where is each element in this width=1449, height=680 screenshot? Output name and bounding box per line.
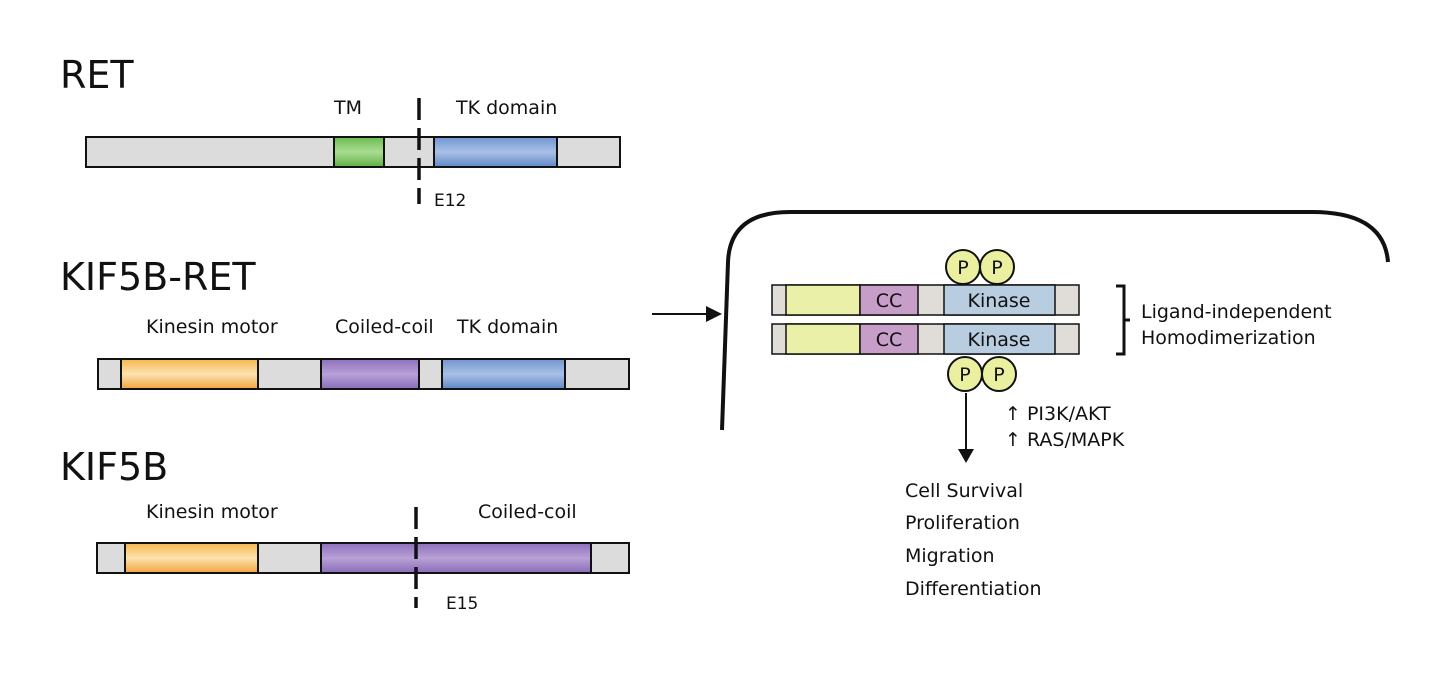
phospho-bottom-pair: P P bbox=[947, 356, 1017, 392]
pathway-pi3k-label: ↑ PI3K/AKT bbox=[1005, 403, 1111, 425]
kif5b-coiled-domain bbox=[320, 542, 592, 574]
dimer-top-kinase-label: Kinase bbox=[967, 290, 1030, 312]
outcome-item: Migration bbox=[905, 545, 995, 567]
fusion-kinesin-domain bbox=[120, 358, 259, 390]
fusion-title: KIF5B-RET bbox=[60, 255, 256, 299]
dimer-bottom-cc-label: CC bbox=[876, 329, 903, 351]
phospho-label: P bbox=[991, 257, 1002, 279]
ret-breakpoint-label: E12 bbox=[434, 191, 466, 211]
kif5b-protein-bar bbox=[96, 542, 630, 574]
dimer-bottom-kinase-segment bbox=[943, 323, 1056, 355]
phospho-top-pair: P P bbox=[945, 249, 1015, 285]
dimer-top-protein: CC Kinase bbox=[771, 284, 1080, 316]
dimer-top-cc-segment bbox=[859, 284, 919, 316]
signal-arrow-head bbox=[958, 449, 974, 463]
dimer-bottom-cc-segment bbox=[859, 323, 919, 355]
phospho-circle bbox=[979, 249, 1015, 285]
kif5b-title: KIF5B bbox=[60, 445, 168, 489]
ret-tm-domain bbox=[333, 136, 385, 168]
phospho-label: P bbox=[959, 364, 970, 386]
outcome-item: Cell Survival bbox=[905, 480, 1023, 502]
pathway-ras-label: ↑ RAS/MAPK bbox=[1005, 429, 1125, 451]
ret-protein-bar bbox=[85, 136, 621, 168]
kif5b-coiled-label: Coiled-coil bbox=[478, 501, 577, 523]
ret-tk-domain bbox=[433, 136, 558, 168]
dimer-bottom-protein: CC Kinase bbox=[771, 323, 1080, 355]
dimer-top-kinase-segment bbox=[943, 284, 1056, 316]
dimer-bottom-motor-segment bbox=[785, 323, 861, 355]
ret-title: RET bbox=[60, 53, 134, 97]
dimer-label-line1: Ligand-independent bbox=[1141, 301, 1332, 323]
fusion-coiled-label: Coiled-coil bbox=[335, 316, 434, 338]
dimer-bracket bbox=[1116, 284, 1130, 356]
kif5b-kinesin-domain bbox=[124, 542, 259, 574]
fusion-coiled-domain bbox=[320, 358, 420, 390]
outcome-item: Proliferation bbox=[905, 512, 1020, 534]
fusion-tk-domain bbox=[441, 358, 566, 390]
dimer-bottom-kinase-label: Kinase bbox=[967, 329, 1030, 351]
dimer-top-cc-label: CC bbox=[876, 290, 903, 312]
ret-tm-label: TM bbox=[333, 97, 362, 119]
kif5b-breakpoint-label: E15 bbox=[446, 594, 478, 614]
fusion-protein-bar bbox=[97, 358, 630, 390]
phospho-label: P bbox=[993, 364, 1004, 386]
dimer-top-motor-segment bbox=[785, 284, 861, 316]
dimer-label-line2: Homodimerization bbox=[1141, 327, 1316, 349]
fusion-tk-label: TK domain bbox=[456, 316, 558, 338]
outcome-item: Differentiation bbox=[905, 578, 1042, 600]
kif5b-kinesin-label: Kinesin motor bbox=[146, 501, 278, 523]
phospho-label: P bbox=[957, 257, 968, 279]
fusion-to-cell-arrow-head bbox=[706, 306, 722, 322]
cell-membrane bbox=[720, 210, 1390, 431]
fusion-kinesin-label: Kinesin motor bbox=[146, 316, 278, 338]
phospho-circle bbox=[981, 356, 1017, 392]
ret-tk-label: TK domain bbox=[455, 97, 557, 119]
